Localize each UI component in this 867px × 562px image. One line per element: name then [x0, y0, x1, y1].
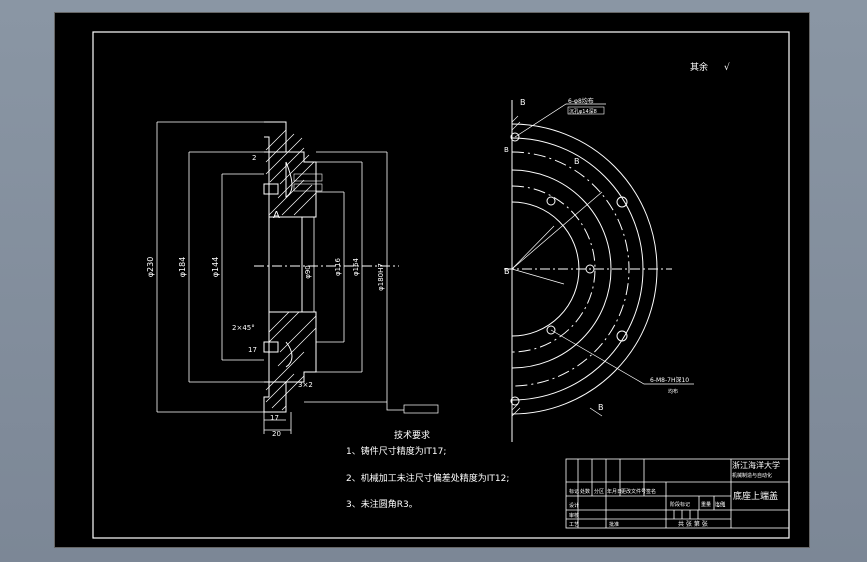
- callout-holes-bottom: 6-M8-7H深10: [650, 376, 689, 384]
- circle-d144: [511, 201, 580, 337]
- roughness-symbol: √: [724, 62, 730, 73]
- tech-req-item-2: 2、机械加工未注尺寸偏差处精度为IT12;: [346, 472, 509, 484]
- title-school-sub: 机械制造与自动化: [732, 472, 772, 479]
- dim-d116: φ116: [334, 257, 342, 276]
- circle-d184: [511, 137, 644, 401]
- tolerance-frame-small: [293, 173, 323, 182]
- inner-hole: [546, 196, 556, 206]
- callout-holes-bottom-sub: 均布: [668, 388, 678, 395]
- th-change: 更改文件号: [621, 488, 646, 495]
- dim-chamfer: 2×45°: [232, 324, 255, 332]
- tolerance-frame: [403, 404, 439, 414]
- title-school: 浙江海洋大学: [732, 460, 780, 470]
- hole-bottom: [263, 341, 279, 353]
- dim-d230: φ230: [146, 257, 155, 278]
- hatching-bottom: [265, 311, 317, 411]
- drawing-sheet: 其余 √: [54, 12, 810, 548]
- callout-holes-top-sub: 沉孔φ14深8: [569, 108, 597, 115]
- section-label-b4: B: [504, 267, 510, 276]
- dim-w17-top: 17: [248, 346, 257, 354]
- role-design: 设计: [569, 502, 579, 509]
- inner-hole: [546, 325, 556, 335]
- meta-stage: 阶段标记: [670, 501, 690, 508]
- tech-req-title: 技术要求: [394, 429, 430, 441]
- role-approve: 批准: [609, 521, 619, 528]
- th-count: 处数: [580, 488, 590, 495]
- inner-hole: [585, 264, 595, 274]
- end-view: [504, 100, 694, 442]
- outer-hole: [510, 132, 520, 142]
- outer-hole: [616, 330, 628, 342]
- section-label-b1: B: [520, 98, 526, 107]
- section-label-b3: B: [574, 157, 580, 166]
- role-process: 工艺: [569, 522, 579, 528]
- dim-d164: φ164: [352, 257, 360, 276]
- role-review: 审核: [569, 512, 579, 519]
- dim-w17-bot: 17: [270, 414, 279, 422]
- th-sign: 签名: [646, 488, 656, 495]
- meta-weight: 重量: [701, 501, 711, 508]
- dim-w2: 2: [252, 154, 256, 162]
- dim-d90: φ90: [304, 265, 312, 279]
- dim-d180: φ180H7: [377, 263, 385, 291]
- outer-hole: [510, 396, 520, 406]
- section-mark: A: [273, 210, 280, 221]
- section-label-b5: B: [598, 403, 604, 412]
- th-mark: 标记: [569, 488, 579, 495]
- meta-scale: 比例: [715, 501, 725, 508]
- callout-holes-top-frame: [567, 106, 605, 115]
- circle-d164: [511, 169, 612, 369]
- circle-d230: [511, 123, 658, 415]
- section-label-b2: B: [504, 146, 509, 154]
- th-zone: 分区: [594, 488, 604, 495]
- title-block: [565, 458, 790, 529]
- title-part-name: 底座上端盖: [733, 490, 778, 502]
- tech-req-item-1: 1、铸件尺寸精度为IT17;: [346, 445, 446, 457]
- callout-holes-top: 6-φ8均布: [568, 97, 594, 105]
- dim-chamfer2: 3×2: [298, 381, 313, 389]
- tech-req-item-3: 3、未注圆角R3。: [346, 498, 418, 510]
- drawing-frame: [92, 31, 790, 539]
- diameter-dimensions: [156, 121, 404, 434]
- dim-d144: φ144: [211, 257, 220, 278]
- dim-d184: φ184: [178, 257, 187, 278]
- circle-pitch-outer: [511, 151, 630, 387]
- dim-w20: 20: [272, 430, 281, 438]
- outer-hole: [616, 196, 628, 208]
- title-scale: 1:1: [716, 502, 726, 509]
- title-footer: 共 张 第 张: [678, 520, 708, 528]
- hole-top: [263, 183, 279, 195]
- cad-drawing: 其余 √: [54, 12, 810, 548]
- tolerance-frame-small: [293, 183, 323, 192]
- circle-pitch-inner: [511, 185, 596, 353]
- hole-hatches: [511, 115, 521, 417]
- hatching-top: [265, 129, 317, 216]
- th-date: 年月日: [607, 488, 622, 495]
- roughness-note: 其余: [690, 61, 708, 73]
- sheet-border: [54, 12, 810, 548]
- groove-bottom: [285, 341, 293, 368]
- groove-top: [285, 161, 293, 198]
